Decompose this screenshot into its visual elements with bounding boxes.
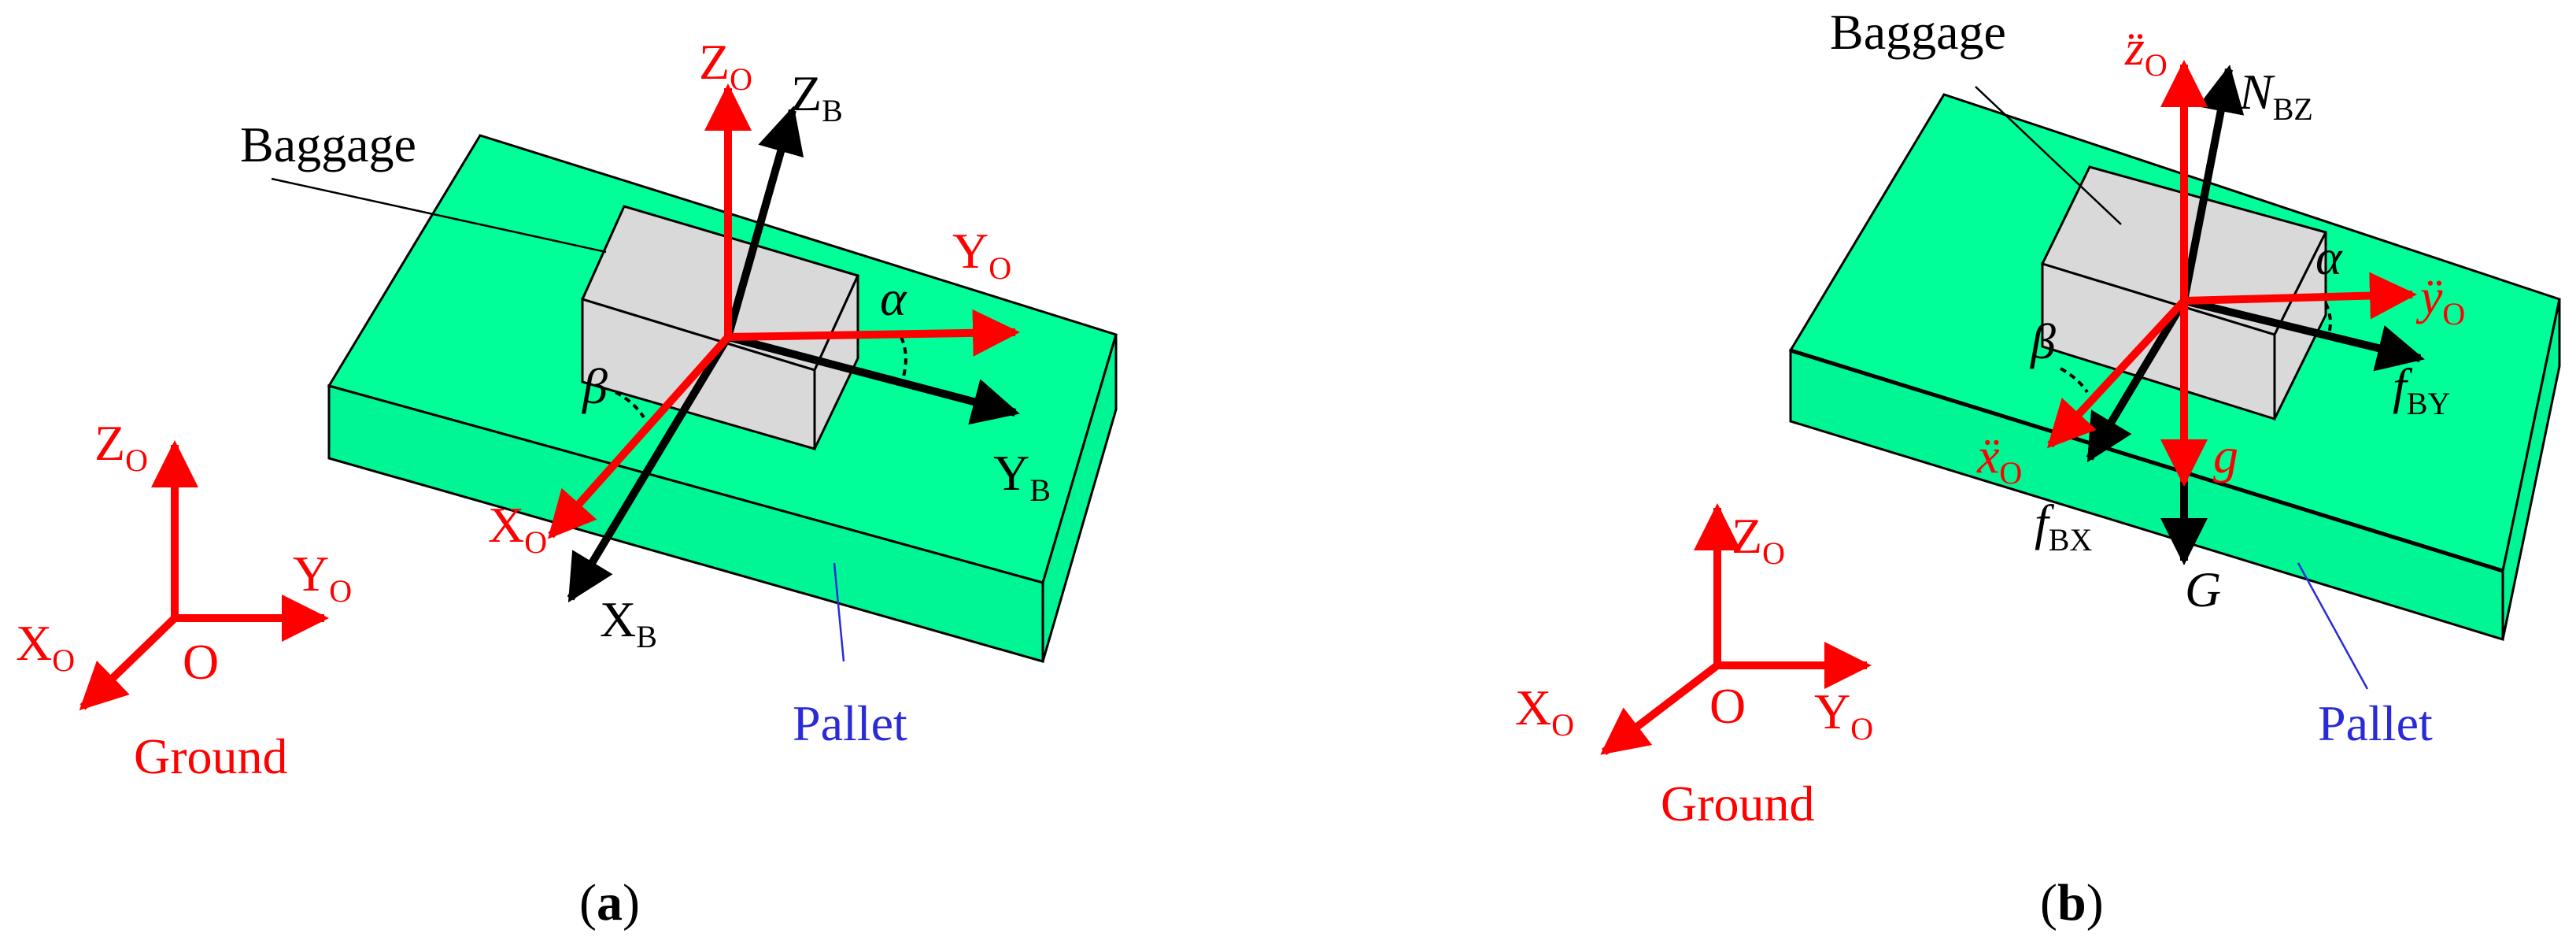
xo-axis-a (548, 334, 731, 539)
pallet-label-a: Pallet (793, 695, 907, 751)
y-acc-vector-b (2183, 272, 2417, 320)
xo-label-a: XO (488, 497, 547, 560)
alpha-label-b: α (2315, 229, 2343, 285)
pallet-a-side (1041, 334, 1118, 662)
panel-a: Baggage Pallet Ground O ZO ZB YO YB XO X… (16, 34, 1118, 932)
g-big-label-b: G (2185, 561, 2221, 617)
ground-frame-a (79, 440, 329, 711)
pallet-b-edge (1790, 348, 2504, 573)
baggage-leader-a (271, 177, 607, 254)
yb-label-a: YB (993, 445, 1051, 508)
fbx-vector-b (2086, 298, 2188, 463)
baggage-leader-b (1975, 86, 2122, 225)
xb-label-a: XB (600, 591, 657, 654)
ground-x-axis-a (79, 615, 178, 711)
nbz-label-b: NBZ (2238, 64, 2313, 127)
alpha-arc-a (900, 336, 907, 377)
zb-axis-a (724, 106, 804, 339)
origin-label-b: O (1709, 678, 1746, 734)
ground-x-label-a: XO (16, 615, 75, 678)
xb-axis-a (567, 335, 732, 603)
pallet-label-b: Pallet (2318, 695, 2433, 751)
ground-y-label-a: YO (293, 546, 352, 609)
z-acc-label-b: z̈O (2124, 20, 2168, 83)
zb-label-a: ZB (791, 65, 843, 128)
fby-label-b: fBY (2393, 358, 2450, 421)
alpha-arc-b (2324, 302, 2332, 338)
caption-b: (b) (2040, 874, 2104, 932)
alpha-label-a: α (880, 270, 907, 326)
yo-label-a: YO (952, 223, 1011, 286)
pallet-leader-a (833, 562, 845, 662)
x-acc-label-b: ẍO (1976, 428, 2022, 491)
ground-z-label-a: ZO (94, 415, 148, 478)
g-small-label-b: g (2213, 428, 2238, 483)
ground-x-axis-b (1600, 662, 1720, 755)
y-acc-label-b: ÿO (2415, 269, 2465, 332)
yb-axis-a (726, 333, 1020, 425)
pallet-b-side (2501, 298, 2561, 640)
ground-label-a: Ground (134, 728, 288, 784)
origin-label-a: O (183, 634, 219, 690)
baggage-label-b: Baggage (1830, 4, 2006, 60)
fby-vector-b (2182, 297, 2425, 372)
beta-arc-a (615, 391, 645, 419)
ground-frame-b (1600, 503, 1872, 755)
panel-b: Baggage Pallet Ground O z̈O NBZ ÿO fBY ẍ… (1515, 4, 2561, 932)
yo-axis-a (727, 309, 1020, 357)
ground-x-label-b: XO (1515, 680, 1574, 743)
nbz-vector-b (2180, 65, 2245, 302)
pallet-leader-b (2297, 562, 2369, 690)
zo-label-a: ZO (699, 34, 752, 97)
ground-y-label-b: YO (1814, 683, 1873, 746)
beta-label-a: β (581, 358, 608, 414)
beta-arc-b (2060, 367, 2089, 394)
ground-z-label-b: ZO (1732, 508, 1785, 571)
x-acc-vector-b (2046, 298, 2187, 449)
ground-label-b: Ground (1661, 776, 1815, 832)
beta-label-b: β (2029, 313, 2056, 369)
baggage-label-a: Baggage (240, 117, 416, 172)
caption-a: (a) (579, 874, 640, 932)
